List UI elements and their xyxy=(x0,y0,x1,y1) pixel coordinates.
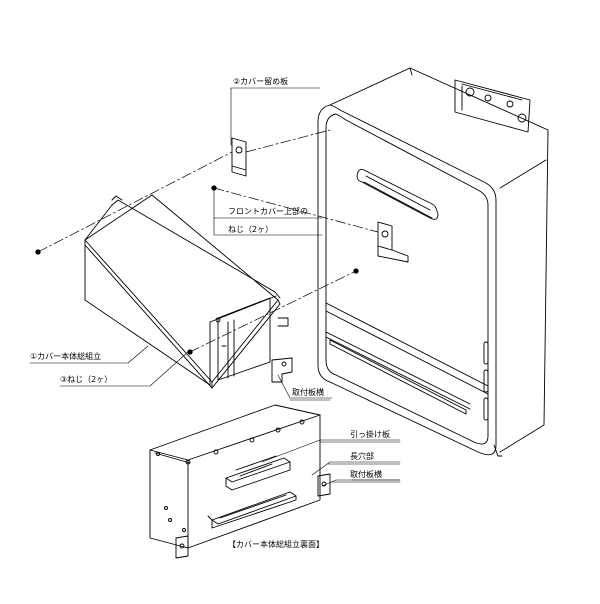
screws xyxy=(35,185,359,355)
cover-stop-plate-upper xyxy=(231,137,247,177)
label-front-cover-top-line1: フロントカバー上部の xyxy=(228,207,308,216)
label-front-cover-top-line2: ねじ（2ヶ） xyxy=(228,225,274,234)
cover-body-assembly xyxy=(84,194,293,389)
label-mounting-bracket-bottom: 取付板横 xyxy=(350,470,382,479)
label-long-hole: 長穴部 xyxy=(350,452,374,461)
water-heater-unit xyxy=(317,67,549,457)
label-mounting-bracket-top: 取付板横 xyxy=(292,388,324,397)
label-cover-stop-plate: ②カバー留め板 xyxy=(233,77,289,86)
assembly-guide-lines xyxy=(37,129,379,353)
label-cover-body-assembly: ①カバー本体総組立 xyxy=(30,352,102,361)
cover-body-rear-view xyxy=(149,404,331,559)
label-hook-plate: 引っ掛け板 xyxy=(350,430,390,439)
cover-stop-plate-lower xyxy=(377,221,409,263)
label-rear-view-caption: 【カバー本体総組立裏面】 xyxy=(228,540,324,549)
leader-lines xyxy=(29,87,401,487)
label-screw-2: ③ねじ（2ヶ） xyxy=(60,375,113,384)
